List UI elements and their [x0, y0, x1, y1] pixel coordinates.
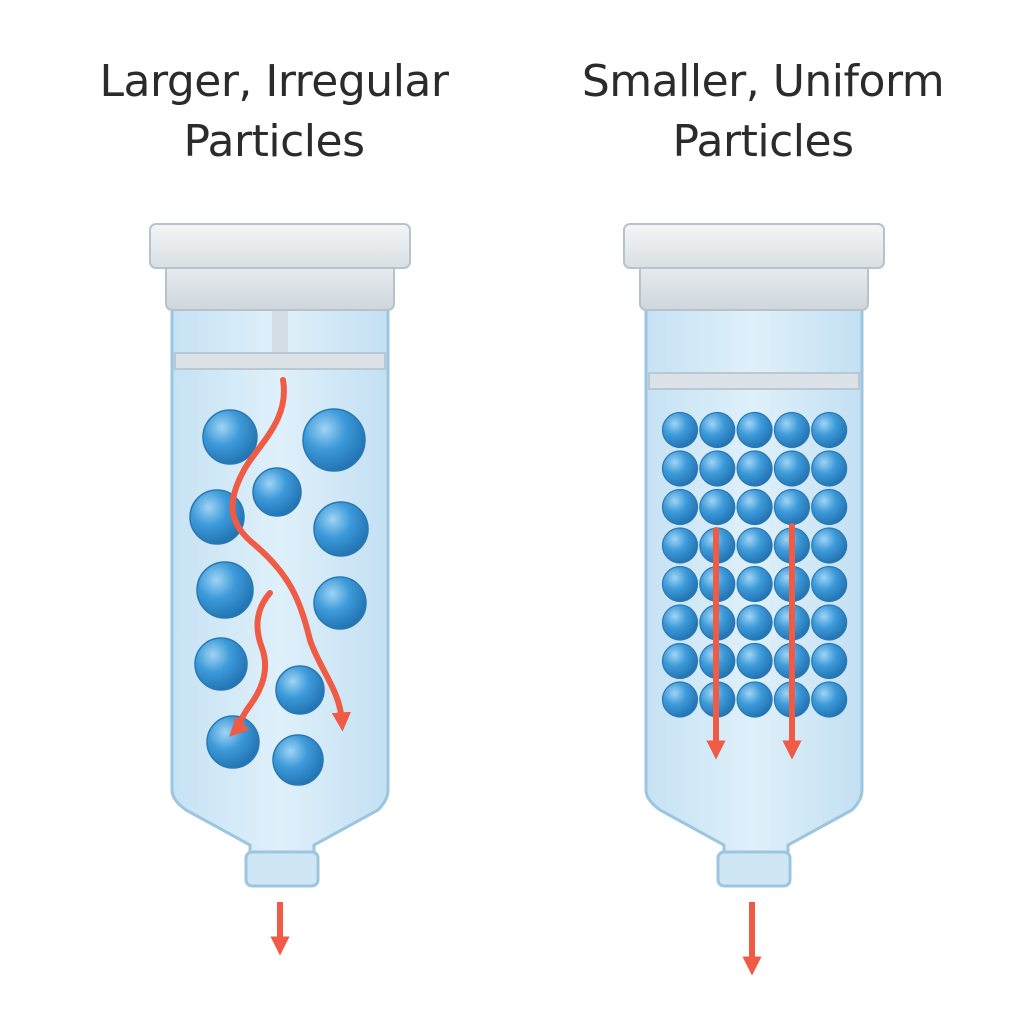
particle-icon: [736, 488, 773, 526]
title-line-1: Smaller, Uniform: [581, 56, 945, 107]
particle-icon: [275, 665, 325, 715]
particle-icon: [736, 527, 773, 564]
particle-icon: [736, 604, 773, 641]
particle-icon: [661, 411, 699, 449]
particle-icon: [661, 642, 699, 680]
panel-title-uniform: Smaller, Uniform Particles: [543, 52, 983, 172]
particle-icon: [811, 411, 848, 449]
frit-top: [174, 352, 386, 370]
outlet-tip: [244, 850, 320, 888]
particle-icon: [773, 488, 811, 526]
particle-icon: [811, 488, 848, 526]
particle-icon: [811, 604, 848, 641]
column-collar: [165, 261, 395, 311]
particle-icon: [661, 681, 699, 718]
title-line-1: Larger, Irregular: [99, 56, 449, 107]
particle-icon: [811, 527, 848, 564]
title-line-2: Particles: [183, 116, 366, 167]
plunger-rod: [272, 310, 288, 354]
particle-icon: [736, 565, 773, 603]
title-line-2: Particles: [672, 116, 855, 167]
outlet-tip: [716, 850, 792, 888]
particle-icon: [736, 411, 773, 449]
column-right: [623, 223, 885, 976]
flow-arrow-icon: [229, 377, 351, 732]
column-left: [149, 223, 411, 956]
particle-icon: [202, 409, 258, 465]
particle-icon: [661, 604, 699, 641]
particle-icon: [196, 561, 254, 619]
particle-icon: [302, 408, 366, 472]
panel-title-irregular: Larger, Irregular Particles: [54, 52, 494, 172]
particle-icon: [661, 488, 699, 526]
particle-icon: [252, 467, 302, 517]
particle-icon: [811, 565, 848, 603]
particle-icon: [661, 565, 699, 603]
frit-top: [648, 372, 860, 390]
particle-icon: [313, 576, 367, 630]
particle-icon: [736, 681, 773, 718]
column-collar: [639, 261, 869, 311]
particle-icon: [773, 411, 811, 449]
column-cap-icon: [149, 223, 411, 269]
particle-icon: [811, 450, 848, 487]
particle-icon: [194, 637, 248, 691]
particle-icon: [699, 411, 736, 449]
particles-uniform: [661, 411, 848, 718]
particle-icon: [736, 450, 773, 487]
flow-paths-tortuous: [229, 377, 351, 737]
particle-icon: [736, 642, 773, 680]
particle-icon: [773, 450, 811, 487]
flow-arrow-icon: [229, 590, 273, 737]
particle-icon: [661, 450, 699, 487]
particle-icon: [206, 715, 260, 769]
particle-icon: [811, 681, 848, 718]
particle-icon: [661, 527, 699, 564]
particle-icon: [699, 450, 736, 487]
particle-icon: [699, 488, 736, 526]
particle-icon: [811, 642, 848, 680]
flow-paths-straight: [706, 523, 802, 760]
particle-icon: [272, 734, 324, 786]
column-cap-icon: [623, 223, 885, 269]
particle-icon: [313, 501, 369, 557]
